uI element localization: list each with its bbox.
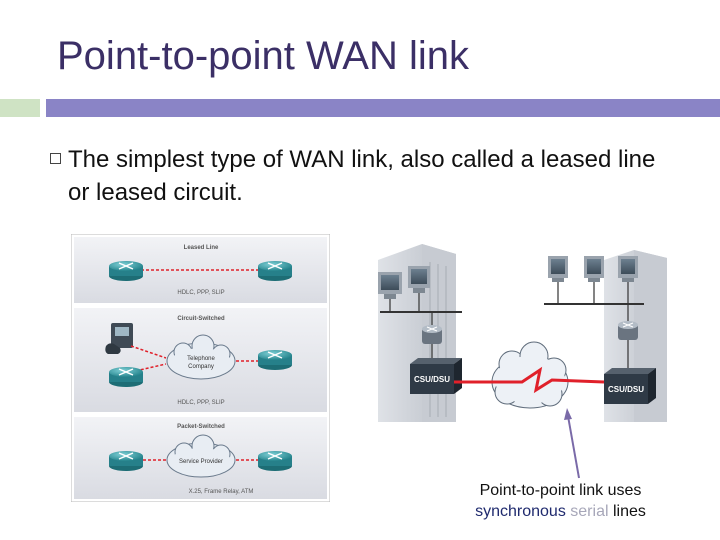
protocols-packet: X.25, Frame Relay, ATM [189, 489, 254, 495]
router-icon [422, 325, 442, 344]
csu-dsu-device-right [604, 368, 656, 404]
caption-line1: Point-to-point link uses [479, 482, 642, 499]
csu-dsu-device-left [410, 358, 462, 394]
router-icon [109, 261, 143, 281]
bullet-text: The simplest type of WAN link, also call… [68, 146, 656, 206]
router-icon [258, 261, 292, 281]
point-to-point-diagram: CSU/DSU CSU/DSU [378, 244, 667, 422]
protocols-leased: HDLC, PPP, SLIP [177, 290, 224, 296]
accent-bar-left [0, 99, 40, 117]
cloud-label-company: Company [188, 364, 214, 370]
router-icon [618, 321, 638, 340]
caption-word-serial: serial [570, 503, 609, 520]
router-icon [258, 451, 292, 471]
caption-word-synchronous: synchronous [475, 503, 566, 520]
router-icon [258, 350, 292, 370]
panel-heading-circuit: Circuit-Switched [177, 316, 225, 322]
callout-arrow [564, 408, 580, 479]
computer-icon [408, 266, 430, 293]
slide-title: Point-to-point WAN link [57, 34, 469, 78]
wan-types-diagram: Leased Line HDLC, PPP, SLIP Circuit-Swit… [71, 234, 330, 502]
computer-icon [584, 256, 604, 282]
cloud-icon [166, 434, 236, 478]
bullet-square-icon [50, 153, 61, 164]
caption-line2: synchronous serial lines [458, 501, 663, 522]
csu-dsu-label-right: CSU/DSU [608, 385, 644, 394]
cloud-label-telephone: Telephone [187, 356, 215, 362]
accent-bar [46, 99, 720, 117]
router-icon [109, 451, 143, 471]
computer-icon [548, 256, 568, 282]
caption: Point-to-point link uses synchronous ser… [458, 480, 663, 522]
router-icon [109, 367, 143, 387]
protocols-circuit: HDLC, PPP, SLIP [177, 400, 224, 406]
caption-word-lines: lines [612, 503, 646, 520]
panel-heading-packet: Packet-Switched [177, 424, 225, 430]
telephone-icon [105, 323, 133, 354]
csu-dsu-label-left: CSU/DSU [414, 375, 450, 384]
panel-heading-leased: Leased Line [184, 245, 219, 251]
wan-cloud-icon [491, 341, 569, 409]
computer-icon [378, 272, 402, 299]
serial-link-line [454, 366, 605, 394]
computer-icon [618, 256, 638, 282]
cloud-icon [166, 334, 236, 380]
cloud-label-provider: Service Provider [179, 459, 223, 465]
